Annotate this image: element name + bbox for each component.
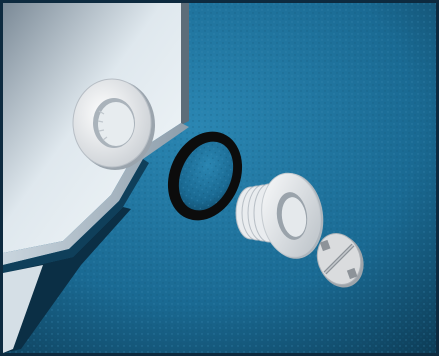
fitting-illustration	[0, 0, 439, 356]
